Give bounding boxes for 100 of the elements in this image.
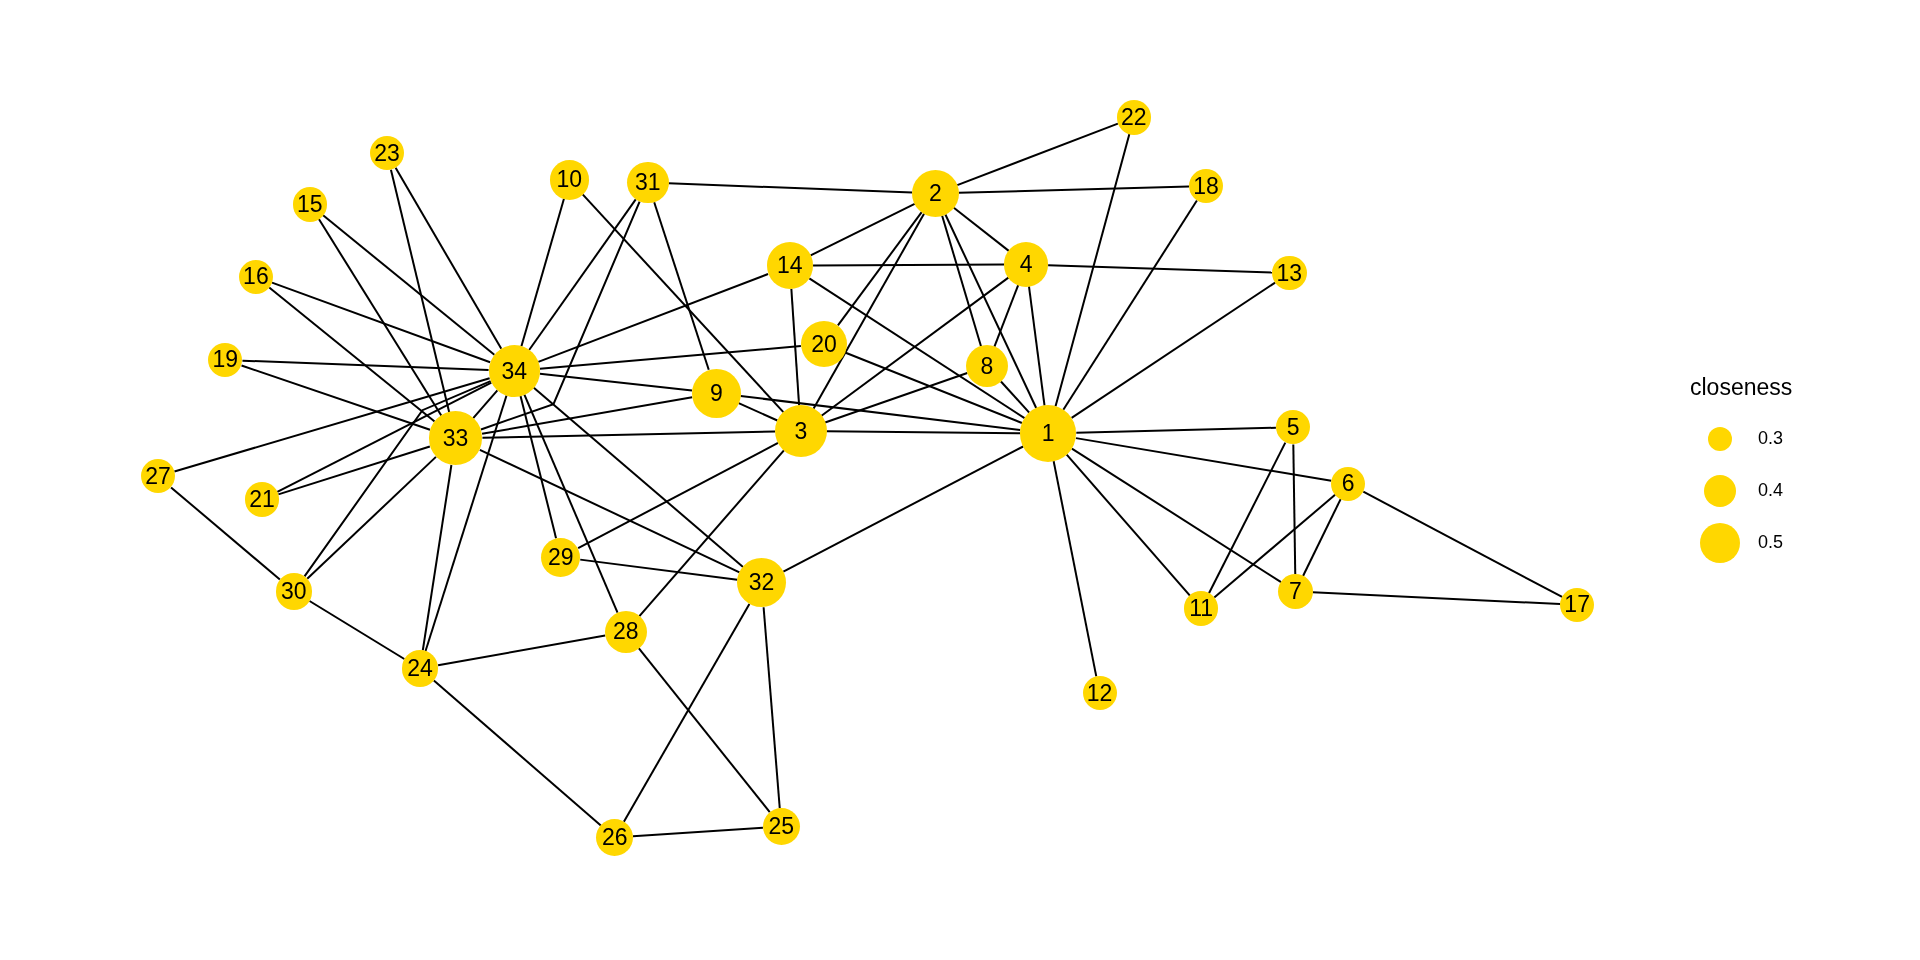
- edge-line: [1207, 441, 1287, 595]
- legend-label: 0.3: [1758, 427, 1784, 450]
- edge-line: [1213, 493, 1337, 599]
- edge-line: [632, 826, 764, 838]
- edge-line: [472, 389, 499, 420]
- edge-line: [537, 273, 770, 363]
- edge-line: [523, 393, 619, 614]
- node-label: 19: [212, 348, 239, 372]
- edge-line: [956, 122, 1119, 187]
- edge-line: [581, 193, 785, 414]
- edge-line: [577, 442, 780, 550]
- edge-line: [173, 377, 491, 473]
- edge-line: [812, 263, 1006, 267]
- edge-line: [520, 197, 565, 348]
- node-label: 14: [776, 254, 803, 278]
- edge-line: [241, 359, 490, 372]
- edge-line: [1054, 133, 1131, 408]
- edge-line: [667, 182, 914, 194]
- node-label: 13: [1276, 261, 1303, 285]
- node-label: 33: [442, 426, 469, 450]
- edge-line: [538, 345, 802, 370]
- node-label: 25: [768, 815, 794, 838]
- edge-line: [579, 558, 739, 581]
- node-label: 9: [709, 381, 723, 405]
- node-label: 23: [374, 141, 400, 165]
- edge-line: [844, 351, 1023, 425]
- edge-line: [308, 600, 406, 660]
- edge-line: [809, 202, 916, 257]
- node-label: 10: [556, 168, 583, 192]
- edge-line: [1027, 285, 1046, 407]
- edge-line: [306, 455, 437, 580]
- edge-line: [941, 214, 982, 348]
- edge-line: [836, 211, 923, 327]
- node-label: 12: [1086, 681, 1113, 705]
- node-label: 4: [1019, 252, 1033, 276]
- edge-line: [1311, 591, 1562, 606]
- node-label: 5: [1286, 415, 1300, 439]
- edge-line: [421, 464, 453, 652]
- node-label: 11: [1189, 597, 1214, 621]
- node-label: 2: [929, 181, 942, 205]
- edge-line: [303, 380, 492, 578]
- edge-line: [1052, 460, 1098, 678]
- edge-line: [1070, 447, 1283, 584]
- node-label: 1: [1041, 421, 1055, 445]
- edge-line: [653, 201, 710, 371]
- edge-line: [762, 606, 781, 810]
- edge-line: [322, 214, 496, 356]
- edge-line: [479, 200, 641, 431]
- node-label: 21: [249, 488, 275, 512]
- edge-line: [481, 430, 777, 439]
- edge-line: [317, 218, 443, 417]
- edge-line: [389, 168, 451, 414]
- node-label: 16: [243, 265, 269, 289]
- edge-line: [240, 364, 431, 431]
- edge-line: [944, 213, 1038, 409]
- node-label: 34: [501, 359, 528, 383]
- edge-line: [532, 386, 745, 568]
- edge-line: [170, 486, 281, 581]
- edge-line: [782, 445, 1025, 573]
- node-label: 24: [407, 657, 433, 681]
- node-label: 30: [281, 579, 307, 603]
- node-label: 31: [634, 170, 661, 194]
- edge-line: [820, 276, 1010, 417]
- edge-line: [519, 394, 558, 540]
- edge-line: [437, 634, 607, 667]
- node-label: 27: [145, 464, 171, 488]
- legend-title: closeness: [1690, 373, 1793, 402]
- edge-line: [1075, 426, 1277, 434]
- edge-line: [825, 430, 1021, 435]
- edge-line: [1047, 264, 1274, 274]
- edge-line: [957, 185, 1190, 194]
- node-label: 29: [548, 545, 574, 569]
- edge-line: [394, 166, 503, 350]
- edge-line: [268, 286, 436, 423]
- node-label: 8: [980, 354, 994, 378]
- edge-line: [812, 212, 926, 410]
- legend-label: 0.5: [1758, 531, 1784, 554]
- node-label: 22: [1121, 106, 1147, 130]
- edge-line: [424, 394, 508, 653]
- node-label: 3: [794, 419, 808, 443]
- edge-line: [739, 395, 1022, 432]
- edge-line: [824, 372, 969, 424]
- edge-line: [481, 396, 694, 435]
- edge-line: [1362, 490, 1564, 598]
- edge-line: [276, 381, 493, 493]
- edge-line: [478, 448, 741, 574]
- node-label: 26: [601, 826, 628, 850]
- edge-line: [622, 603, 751, 823]
- edge-line: [271, 281, 492, 364]
- edge-line: [808, 277, 1026, 420]
- edge-line: [528, 198, 637, 352]
- node-label: 28: [612, 620, 639, 644]
- edge-line: [1074, 437, 1333, 482]
- node-label: 20: [811, 332, 837, 356]
- edge-line: [790, 287, 801, 407]
- node-label: 7: [1289, 579, 1302, 603]
- edge-line: [1292, 443, 1297, 576]
- legend-label: 0.4: [1758, 479, 1784, 502]
- edge-line: [277, 445, 431, 496]
- edge-line: [737, 402, 779, 422]
